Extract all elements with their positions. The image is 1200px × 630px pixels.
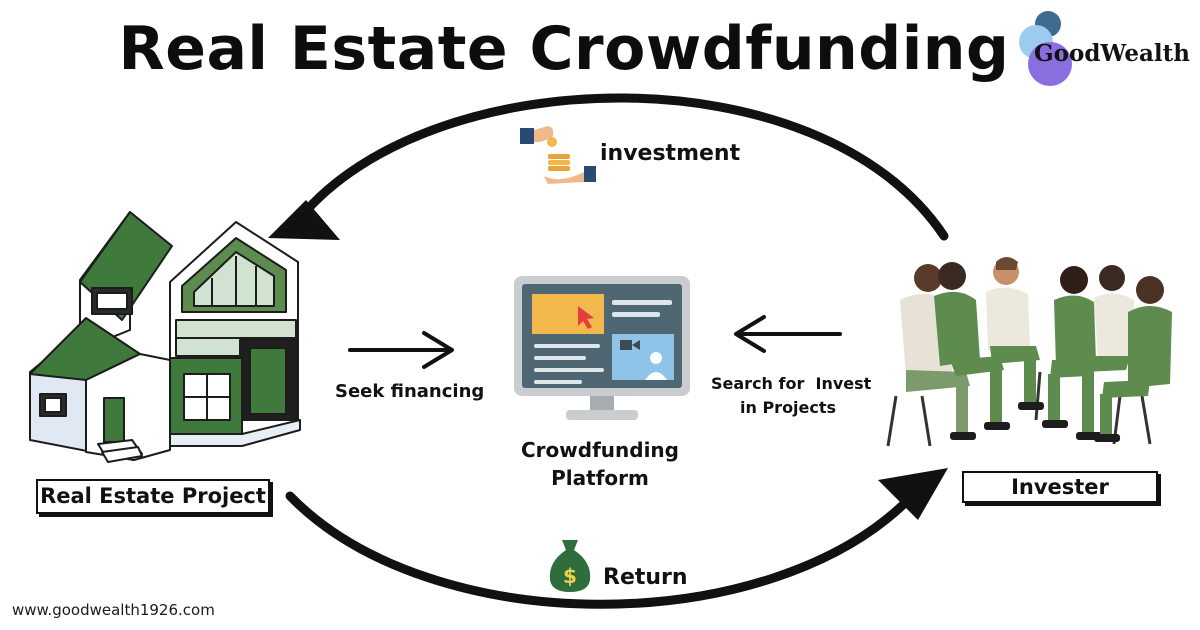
house-illustration bbox=[29, 211, 301, 463]
search-arrow bbox=[734, 315, 842, 353]
goodwealth-logo bbox=[1019, 11, 1072, 86]
svg-text:$: $ bbox=[563, 564, 577, 588]
bottom-arrowhead bbox=[878, 468, 948, 520]
logo-text: GoodWealth bbox=[1034, 40, 1190, 67]
invester-box: Invester bbox=[962, 471, 1158, 503]
search-label-line2: in Projects bbox=[740, 398, 837, 417]
seek-financing-label: Seek financing bbox=[335, 381, 485, 402]
coin-hand-icon bbox=[520, 126, 596, 184]
platform-label-line2: Platform bbox=[551, 466, 649, 490]
people-group-illustration bbox=[886, 257, 1172, 447]
search-label-line1: Search for Invest bbox=[711, 374, 872, 393]
invester-label: Invester bbox=[1011, 475, 1109, 499]
top-arrowhead bbox=[268, 200, 340, 240]
seek-financing-arrow bbox=[348, 331, 454, 369]
logo-circle-purple bbox=[1028, 42, 1072, 86]
return-label: Return bbox=[603, 565, 688, 590]
monitor-icon bbox=[514, 276, 690, 420]
platform-label-line1: Crowdfunding bbox=[521, 438, 679, 462]
money-bag-icon: $ bbox=[549, 540, 591, 592]
footer-url: www.goodwealth1926.com bbox=[12, 601, 215, 619]
page-title: Real Estate Crowdfunding bbox=[118, 14, 1010, 84]
real-estate-project-label: Real Estate Project bbox=[40, 484, 266, 508]
investment-label: investment bbox=[600, 141, 741, 166]
real-estate-project-box: Real Estate Project bbox=[36, 479, 270, 514]
top-curved-arrow bbox=[268, 93, 949, 241]
bottom-curved-arrow bbox=[285, 468, 948, 609]
